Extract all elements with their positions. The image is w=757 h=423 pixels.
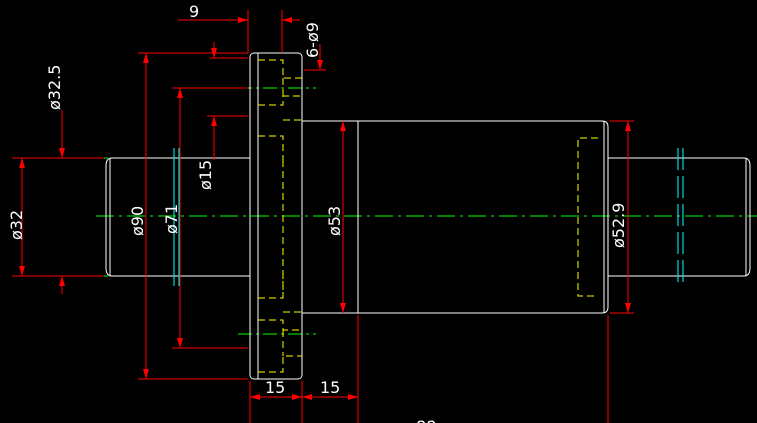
arrow-15a-right	[292, 394, 302, 400]
arrow-32-5-top	[59, 148, 65, 158]
arrow-53-bottom	[340, 303, 346, 313]
arrowheads	[19, 17, 631, 400]
main-body	[358, 120, 609, 314]
label-dia-15: ø15	[196, 160, 215, 190]
centerline	[96, 87, 757, 335]
label-dia-53: ø53	[325, 206, 344, 236]
label-len-88: 88	[416, 417, 436, 423]
hidden-body-pocket	[577, 137, 598, 297]
arrow-15a-left	[250, 394, 260, 400]
arrow-32-bottom	[19, 266, 25, 276]
arrow-53-top	[340, 121, 346, 131]
hidden-counterbore-top	[258, 119, 302, 160]
arrow-9-right	[238, 17, 248, 23]
part-outline	[105, 52, 751, 380]
threads	[173, 148, 684, 286]
arrow-90-top	[143, 53, 149, 63]
arrow-9-leader	[211, 48, 217, 58]
dimension-text: 9 6-ø9 ø32.5 ø32 ø90 ø71 ø15 ø53 ø52.9 1…	[7, 2, 628, 423]
hidden-lines	[258, 59, 598, 373]
dimension-lines	[12, 10, 634, 423]
hidden-counterbore-bottom	[258, 275, 302, 313]
label-6x9: 6-ø9	[303, 22, 322, 58]
arrow-32-5-bottom	[59, 276, 65, 286]
label-dia-90: ø90	[128, 206, 147, 236]
arrow-52-9-top	[625, 121, 631, 131]
label-dia-71: ø71	[162, 204, 181, 234]
label-dia-32-5: ø32.5	[45, 65, 64, 110]
label-dia-32: ø32	[7, 210, 26, 240]
label-9: 9	[189, 2, 199, 21]
arrow-6x9-leader	[317, 60, 323, 70]
label-dia-52-9: ø52.9	[609, 203, 628, 248]
arrow-15b-left	[302, 394, 312, 400]
label-len-15-a: 15	[265, 378, 285, 397]
arrow-6x9-left	[282, 17, 292, 23]
arrow-15-top	[211, 116, 217, 126]
arrow-71-bottom	[177, 338, 183, 348]
hidden-bolt-bottom	[258, 319, 302, 373]
arrow-52-9-bottom	[625, 303, 631, 313]
arrow-32-top	[19, 158, 25, 168]
right-shaft	[608, 157, 751, 277]
arrow-15b-right	[348, 394, 358, 400]
label-len-15-b: 15	[320, 378, 340, 397]
arrow-71-top	[177, 88, 183, 98]
arrow-90-bottom	[143, 369, 149, 379]
hidden-bolt-top	[258, 59, 302, 106]
flange	[249, 52, 303, 380]
